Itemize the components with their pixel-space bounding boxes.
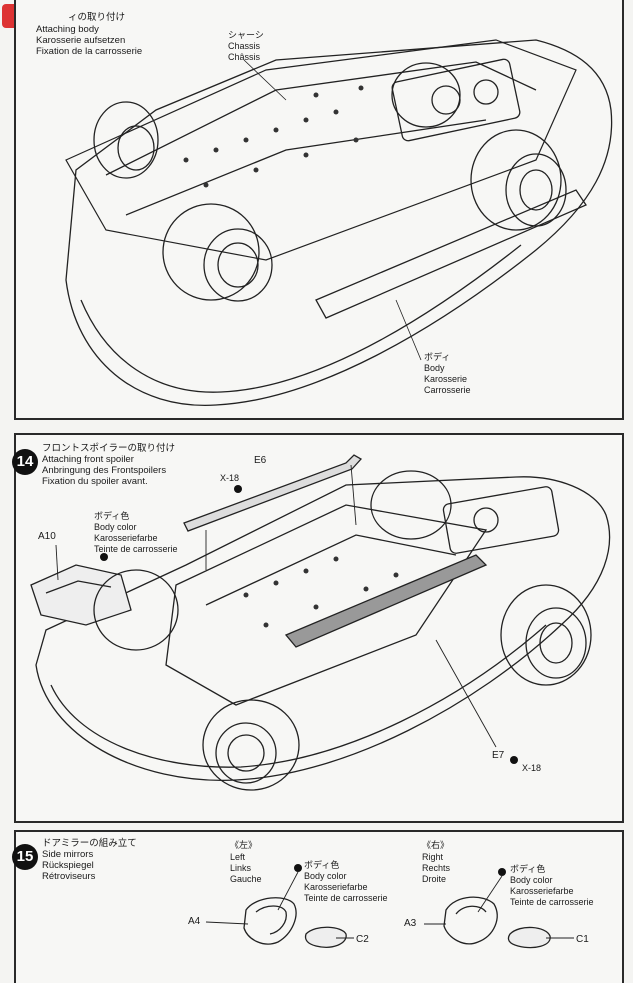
step15-title-fr: Rétroviseurs (42, 871, 96, 882)
part-e6-label: E6 (254, 455, 267, 466)
step13-title-de: Karosserie aufsetzen (36, 35, 126, 46)
step14-title-fr: Fixation du spoiler avant. (42, 476, 148, 487)
right-color-fr: Teinte de carrosserie (510, 897, 594, 907)
body-label-en: Body (424, 363, 445, 373)
step-14-panel: 14 フロントスポイラーの取り付け Attaching front spoile… (12, 433, 624, 823)
cement-x18-top: X-18 (220, 473, 240, 483)
step14-title-en: Attaching front spoiler (42, 454, 134, 465)
part-c1-label: C1 (576, 934, 589, 945)
step13-title-fr: Fixation de la carrosserie (36, 46, 143, 57)
car-underside-drawing-14 (30, 454, 611, 791)
step-13-panel: ィの取り付け Attaching body Karosserie aufsetz… (14, 0, 624, 420)
step15-title-en: Side mirrors (42, 849, 94, 860)
step15-title-de: Rückspiegel (42, 860, 94, 871)
step-15-badge: 15 (12, 844, 38, 870)
a10-color-de: Karosseriefarbe (94, 533, 158, 543)
left-label-jp: 《左》 (230, 840, 258, 850)
step-15-panel: 15 ドアミラーの組み立て Side mirrors Rückspiegel R… (12, 830, 624, 983)
a10-color-fr: Teinte de carrosserie (94, 544, 178, 554)
right-label-fr: Droite (422, 874, 447, 884)
step-14-badge: 14 (12, 449, 38, 475)
left-color-de: Karosseriefarbe (304, 882, 368, 892)
right-color-en: Body color (510, 875, 553, 885)
left-color-jp: ボディ色 (304, 860, 340, 870)
chassis-label-en: Chassis (228, 41, 261, 51)
body-label-jp: ボディ (424, 352, 451, 362)
step13-title-en: Attaching body (36, 24, 99, 35)
left-label-de: Links (230, 863, 252, 873)
car-underside-drawing-13 (65, 39, 613, 406)
mirror-assembly-drawing (205, 864, 574, 949)
chassis-label-fr: Châssis (228, 52, 261, 62)
left-label-fr: Gauche (230, 874, 262, 884)
a10-color-en: Body color (94, 522, 137, 532)
part-e7-label: E7 (492, 750, 505, 761)
part-a4-label: A4 (188, 916, 201, 927)
left-color-fr: Teinte de carrosserie (304, 893, 388, 903)
right-color-de: Karosseriefarbe (510, 886, 574, 896)
left-color-en: Body color (304, 871, 347, 881)
step14-title-jp: フロントスポイラーの取り付け (42, 443, 176, 454)
part-a10-label: A10 (38, 531, 56, 542)
step15-title-jp: ドアミラーの組み立て (42, 838, 137, 849)
right-label-en: Right (422, 852, 444, 862)
right-label-jp: 《右》 (422, 840, 450, 850)
chassis-label-jp: シャーシ (228, 30, 264, 40)
part-c2-label: C2 (356, 934, 369, 945)
body-label-fr: Carrosserie (424, 385, 471, 395)
a10-color-jp: ボディ色 (94, 511, 130, 521)
right-color-jp: ボディ色 (510, 864, 546, 874)
left-label-en: Left (230, 852, 246, 862)
part-a3-label: A3 (404, 918, 417, 929)
step14-title-de: Anbringung des Frontspoilers (42, 465, 167, 476)
body-label-de: Karosserie (424, 374, 468, 384)
cement-x18-bottom: X-18 (522, 763, 542, 773)
step13-title-jp: ィの取り付け (68, 12, 126, 23)
right-label-de: Rechts (422, 863, 451, 873)
